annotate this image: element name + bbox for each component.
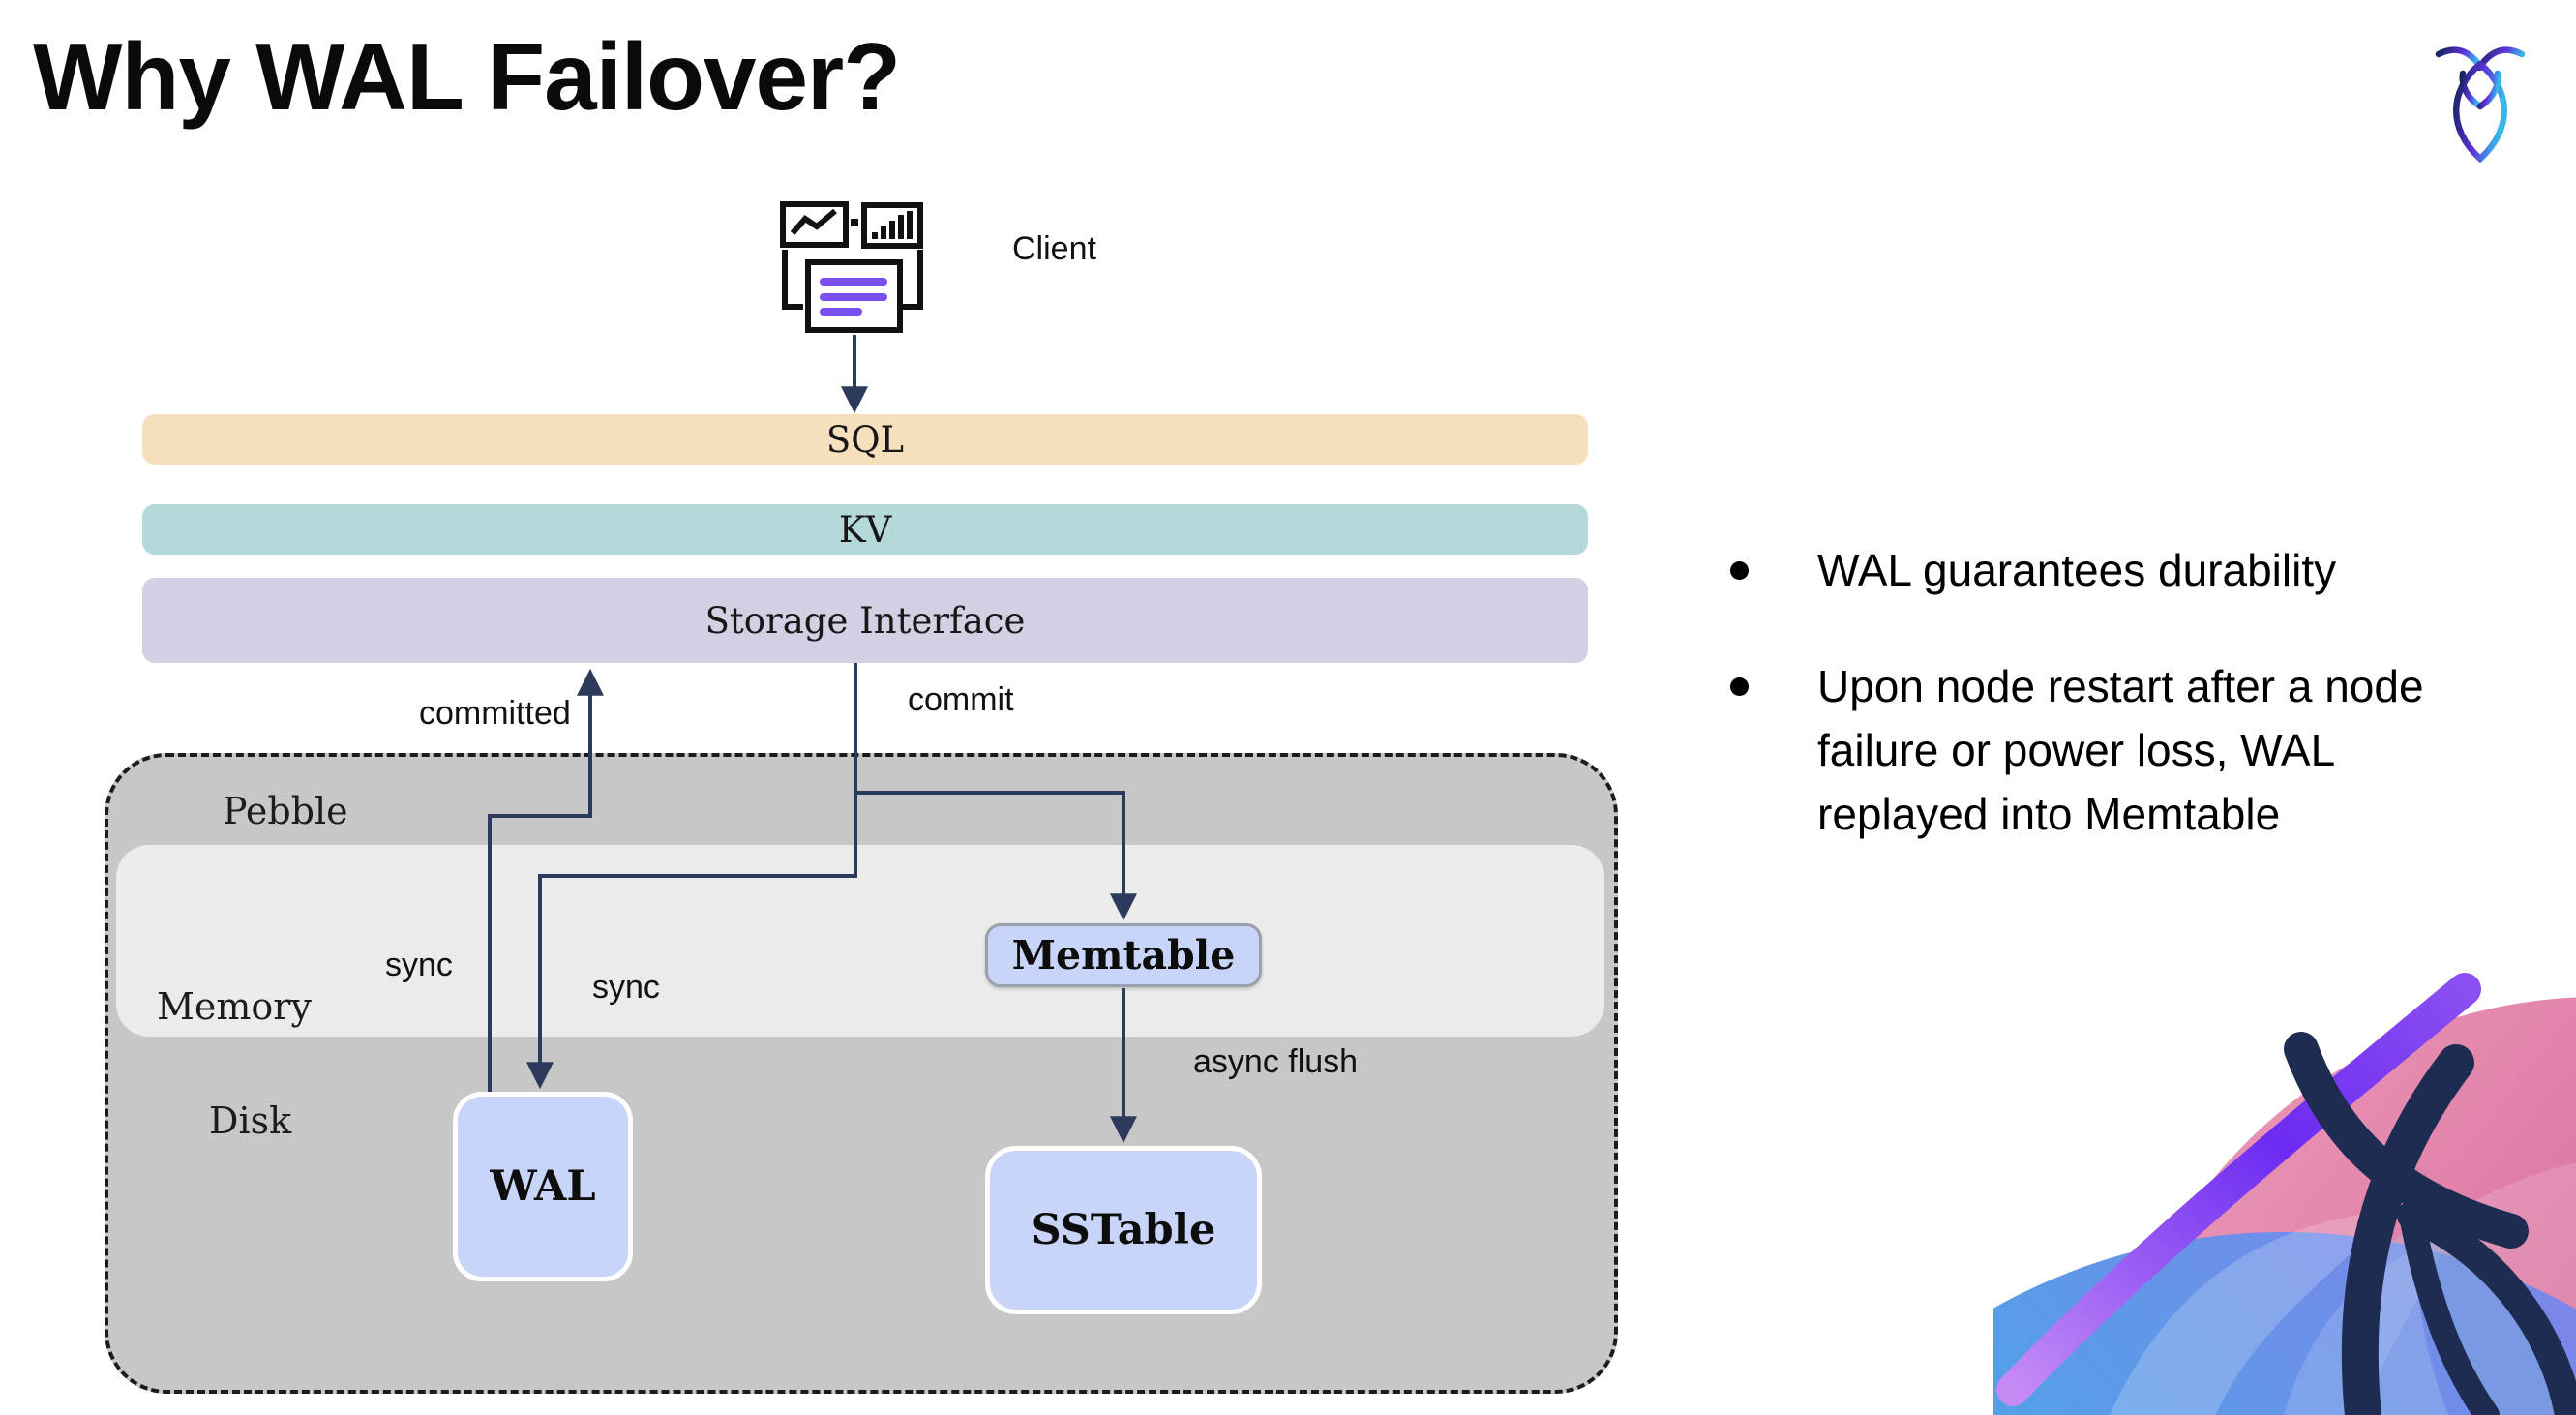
bullet-dot xyxy=(1730,561,1749,580)
layer-storage-interface: Storage Interface xyxy=(142,578,1588,663)
edge-label-commit: commit xyxy=(908,681,1014,718)
wal-label: WAL xyxy=(490,1162,596,1211)
client-label: Client xyxy=(1012,230,1096,267)
bullet-item: Upon node restart after a node failure o… xyxy=(1730,654,2514,846)
pebble-label: Pebble xyxy=(223,790,348,832)
memtable-node: Memtable xyxy=(985,923,1262,987)
bullet-text: Upon node restart after a node failure o… xyxy=(1817,661,2424,839)
layer-kv-label: KV xyxy=(838,508,892,551)
bullet-item: WAL guarantees durability xyxy=(1730,538,2514,602)
edge-label-async-flush: async flush xyxy=(1193,1043,1359,1080)
edge-label-sync-wal: sync xyxy=(592,969,660,1006)
edge-label-committed: committed xyxy=(419,695,571,732)
layer-sql: SQL xyxy=(142,414,1588,465)
layer-storage-label: Storage Interface xyxy=(704,599,1026,642)
memtable-label: Memtable xyxy=(1011,932,1236,978)
bullet-text: WAL guarantees durability xyxy=(1817,545,2337,595)
sstable-node: SSTable xyxy=(985,1146,1262,1314)
wal-node: WAL xyxy=(453,1092,633,1281)
memory-region xyxy=(116,845,1604,1037)
memory-label: Memory xyxy=(157,985,312,1028)
layer-kv: KV xyxy=(142,504,1588,555)
brand-decoration-image xyxy=(1993,973,2576,1415)
bullet-list: WAL guarantees durability Upon node rest… xyxy=(1730,538,2514,846)
disk-label: Disk xyxy=(209,1099,292,1142)
slide-title: Why WAL Failover? xyxy=(33,23,901,130)
edge-label-sync-committed: sync xyxy=(385,947,453,983)
client-icon xyxy=(780,201,923,333)
sstable-label: SSTable xyxy=(1031,1206,1216,1254)
layer-sql-label: SQL xyxy=(825,418,905,461)
cockroachdb-logo-icon xyxy=(2435,46,2526,164)
bullet-dot xyxy=(1730,677,1749,696)
